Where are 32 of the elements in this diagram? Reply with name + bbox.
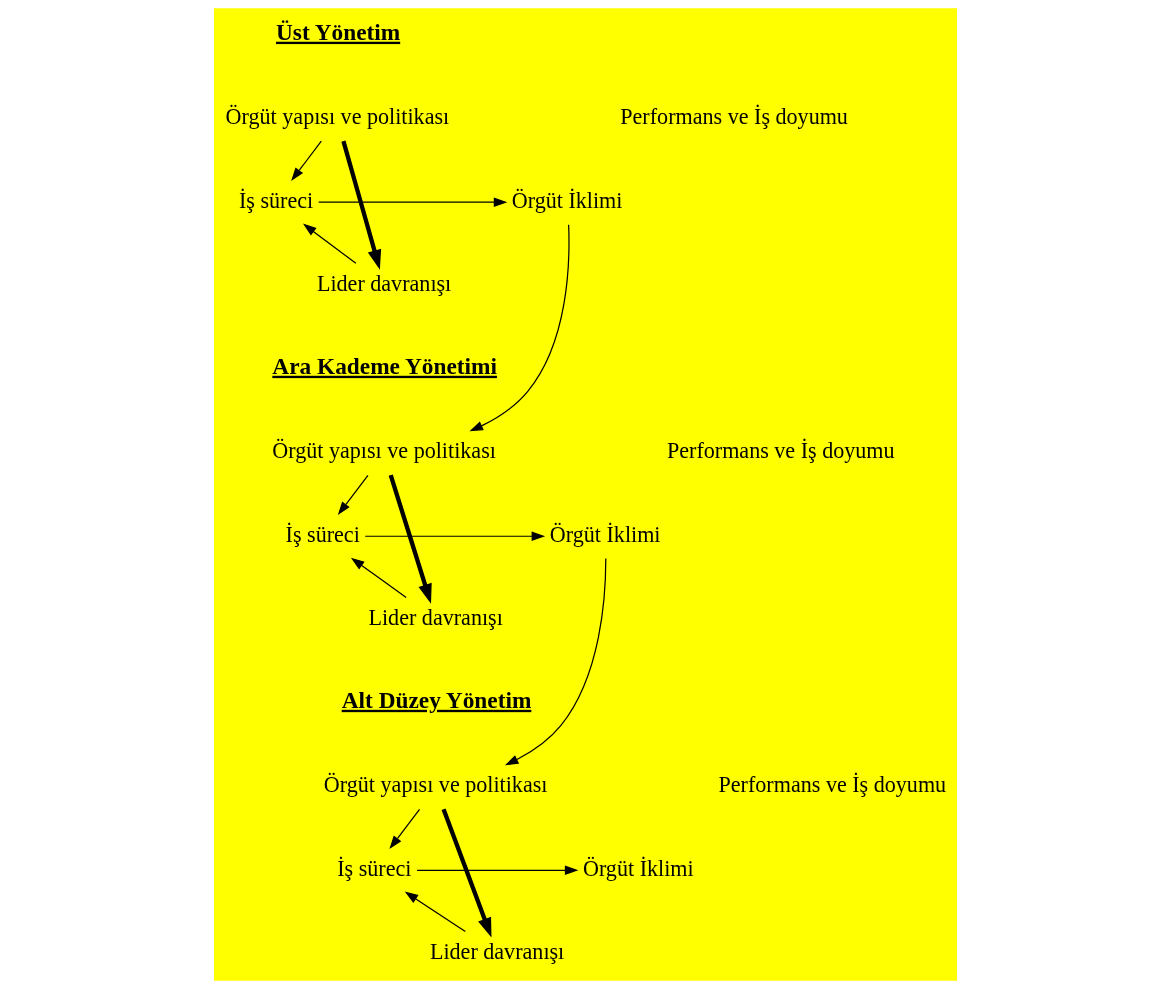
arrow	[404, 891, 466, 933]
node-text: Örgüt İklimi	[582, 855, 694, 881]
arrow	[350, 557, 407, 598]
arrow	[504, 558, 607, 766]
node-text: Örgüt yapısı ve politikası	[225, 104, 450, 130]
label: Performans ve İş doyumu	[718, 772, 947, 798]
arrow	[416, 865, 579, 876]
label: Üst Yönetim	[276, 18, 401, 45]
arrow	[337, 474, 369, 516]
arrow	[302, 223, 357, 264]
label: Ara Kademe Yönetimi	[272, 352, 497, 379]
label: Performans ve İş doyumu	[620, 104, 848, 130]
node-text: Lider davranışı	[316, 271, 452, 297]
node-text: Örgüt yapısı ve politikası	[323, 772, 548, 798]
node-text: Lider davranışı	[429, 939, 565, 965]
arrow	[389, 808, 421, 850]
node-text: İş süreci	[285, 521, 360, 547]
arrow	[291, 140, 322, 182]
arrow	[364, 531, 546, 541]
node-text: İş süreci	[238, 187, 314, 213]
node-text: Örgüt yapısı ve politikası	[272, 438, 496, 464]
label: Alt Düzey Yönetim	[341, 686, 532, 713]
label: Performans ve İş doyumu	[666, 438, 895, 464]
arrow	[341, 140, 382, 270]
arrow	[388, 474, 432, 604]
node-text: Örgüt İklimi	[511, 187, 623, 213]
arrow	[469, 224, 570, 432]
node-text: Lider davranışı	[368, 605, 503, 631]
arrow	[441, 808, 492, 938]
node-text: İş süreci	[337, 855, 412, 881]
node-text: Örgüt İklimi	[549, 521, 661, 547]
arrow	[318, 197, 508, 207]
